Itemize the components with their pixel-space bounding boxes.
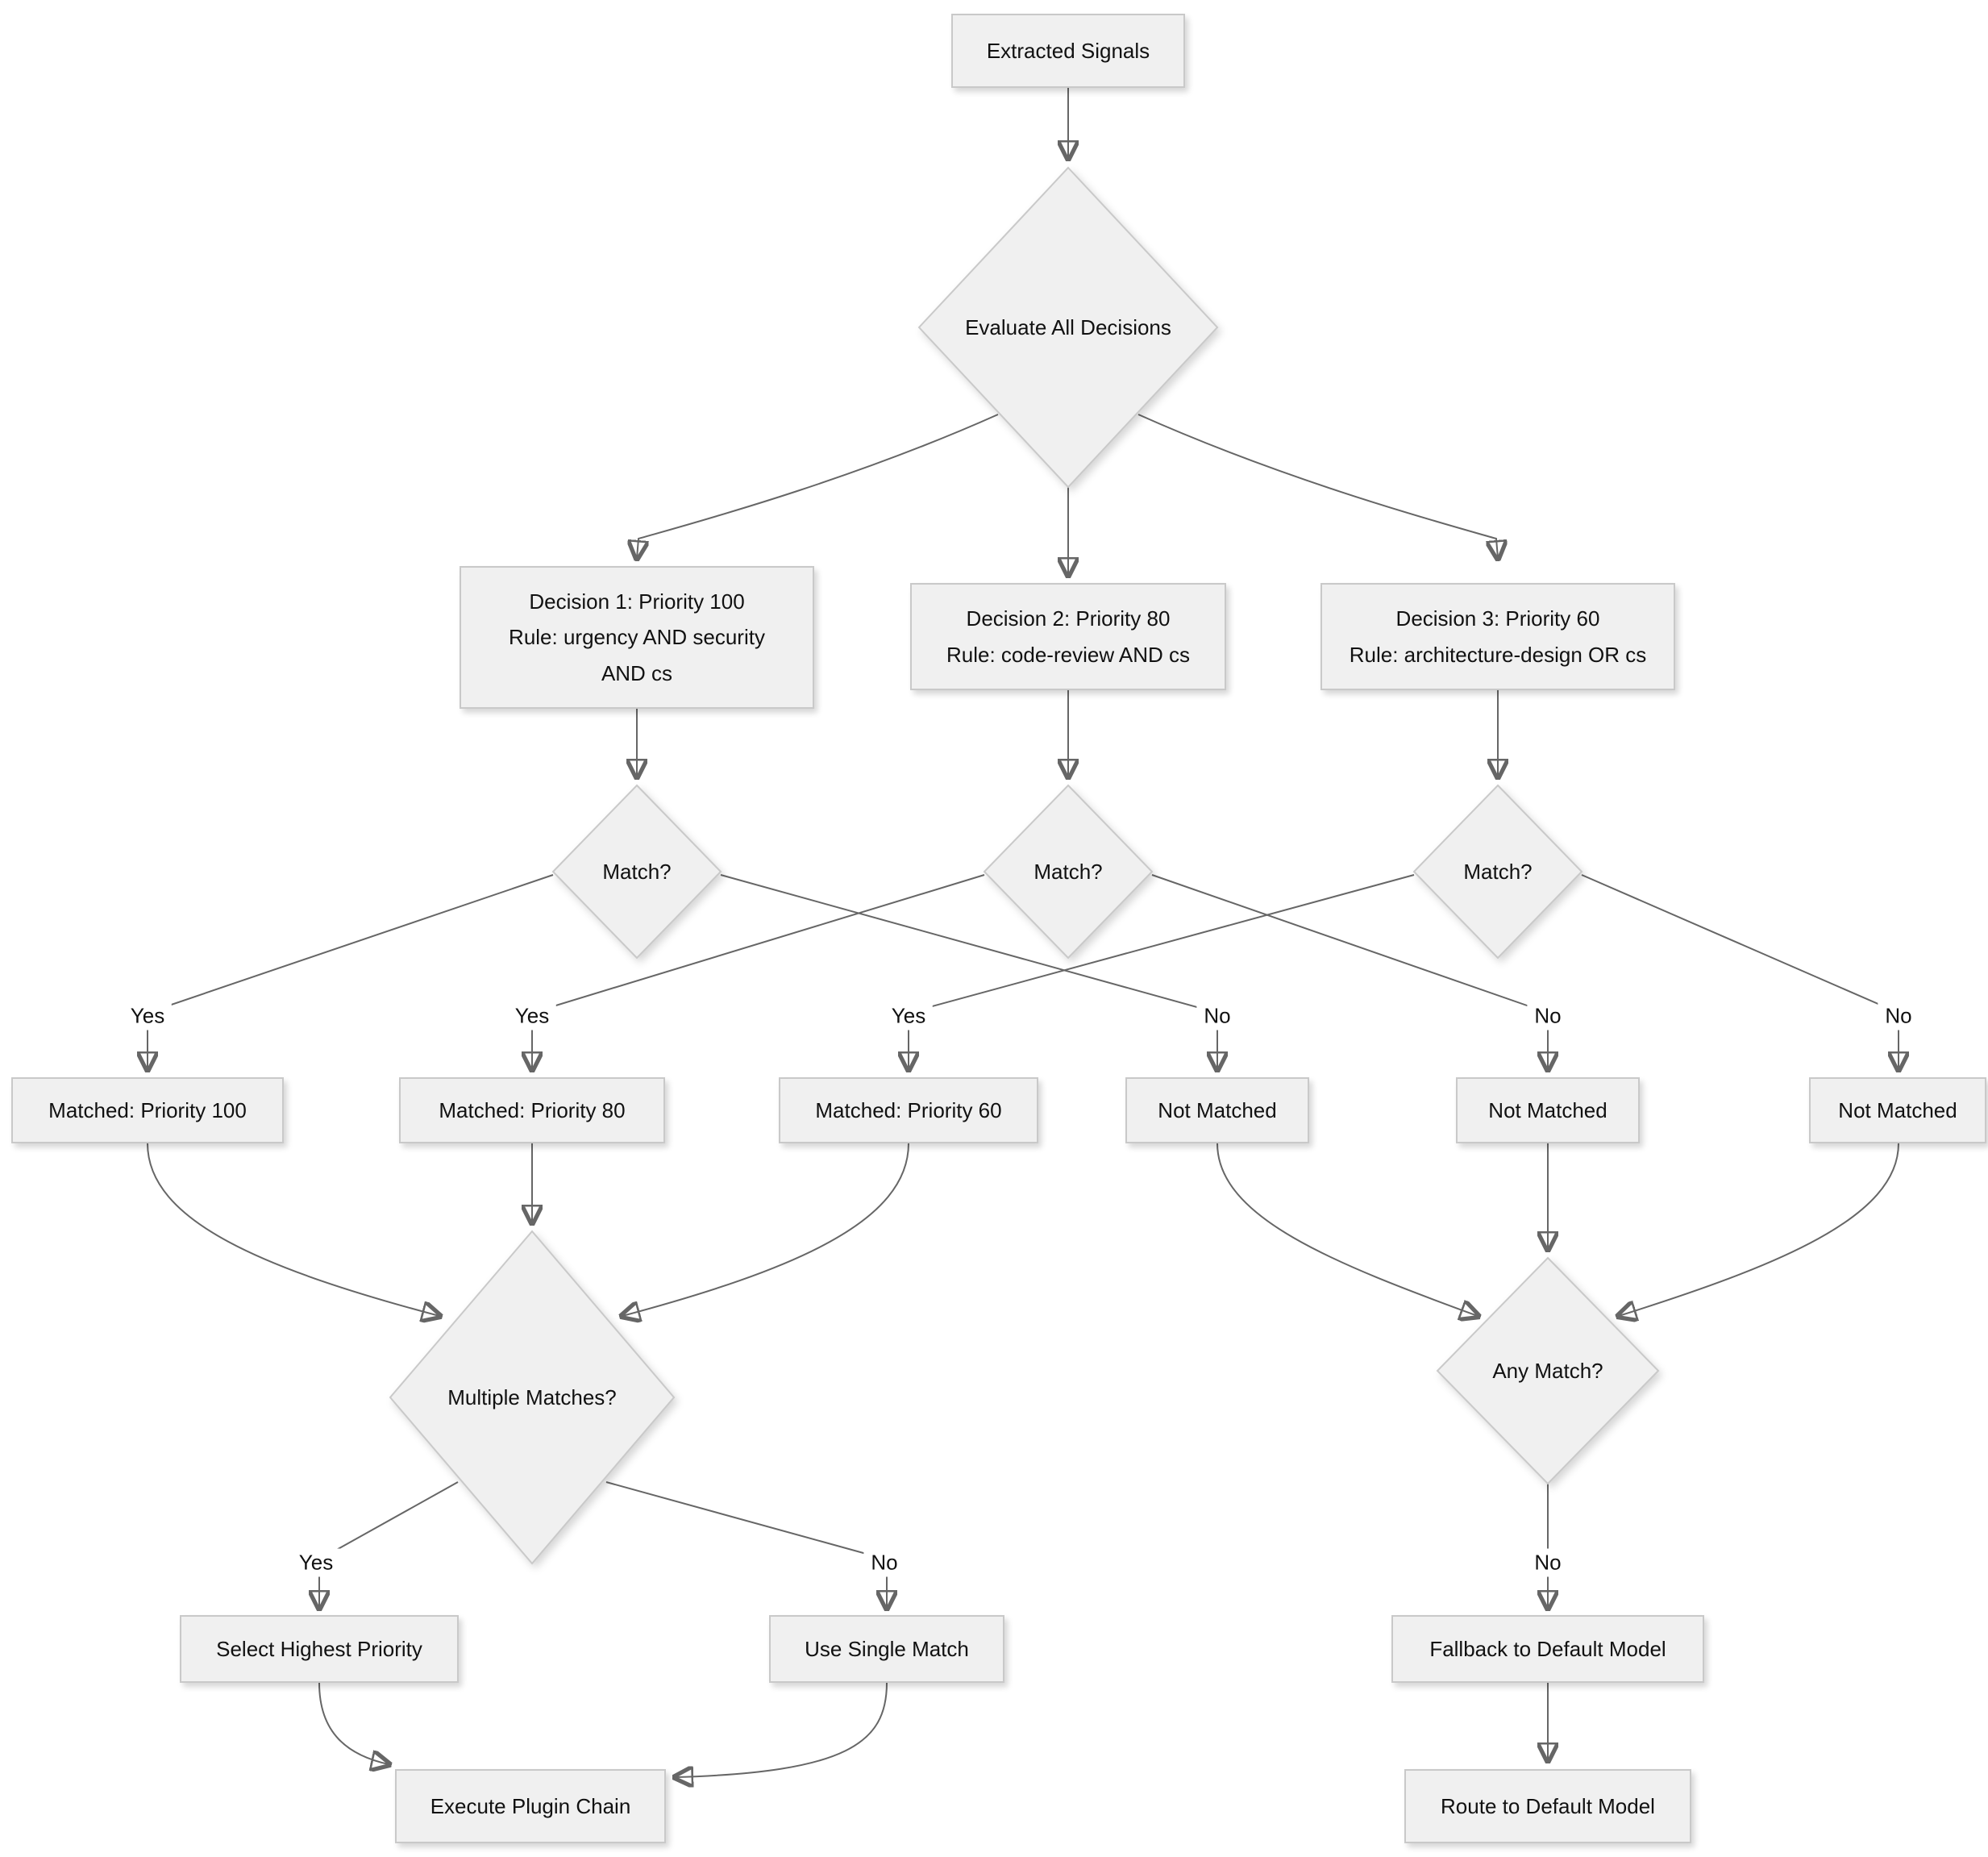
node-use-single-match: Use Single Match bbox=[769, 1615, 1004, 1683]
edge-notmatched1-to-any bbox=[1217, 1143, 1478, 1316]
node-decision-2: Decision 2: Priority 80 Rule: code-revie… bbox=[910, 583, 1226, 690]
node-decision-3: Decision 3: Priority 60 Rule: architectu… bbox=[1320, 583, 1675, 690]
edge-match3-yes bbox=[909, 874, 1415, 1069]
multiple-matches-diamond bbox=[389, 1230, 676, 1565]
edge-multiple-no bbox=[605, 1481, 887, 1608]
edge-label-match3-yes: Yes bbox=[884, 1001, 934, 1031]
edge-label-match1-yes: Yes bbox=[123, 1001, 173, 1031]
match-2-diamond bbox=[983, 784, 1154, 960]
node-matched-priority-80: Matched: Priority 80 bbox=[399, 1077, 665, 1143]
edge-evaluate-to-decision3 bbox=[1137, 414, 1498, 558]
edge-label-match1-no: No bbox=[1196, 1001, 1238, 1031]
edge-label-match2-yes: Yes bbox=[507, 1001, 557, 1031]
edge-notmatched3-to-any bbox=[1619, 1143, 1899, 1316]
edge-matched100-to-multiple bbox=[147, 1143, 439, 1316]
node-matched-priority-100: Matched: Priority 100 bbox=[11, 1077, 284, 1143]
node-route-to-default-model: Route to Default Model bbox=[1404, 1769, 1691, 1843]
edge-label-multiple-no: No bbox=[863, 1548, 905, 1577]
edge-label-any-no: No bbox=[1527, 1548, 1569, 1577]
node-not-matched-1: Not Matched bbox=[1125, 1077, 1309, 1143]
match-1-diamond bbox=[551, 784, 722, 960]
edge-match1-yes bbox=[148, 874, 554, 1069]
node-fallback-to-default-model: Fallback to Default Model bbox=[1391, 1615, 1704, 1683]
edge-label-match3-no: No bbox=[1878, 1001, 1919, 1031]
node-extracted-signals: Extracted Signals bbox=[951, 14, 1185, 88]
node-not-matched-3: Not Matched bbox=[1809, 1077, 1986, 1143]
edge-matched60-to-multiple bbox=[622, 1143, 909, 1316]
edge-label-multiple-yes: Yes bbox=[291, 1548, 341, 1577]
edge-match3-no bbox=[1581, 874, 1899, 1069]
edge-single-to-execute bbox=[676, 1682, 888, 1777]
node-execute-plugin-chain: Execute Plugin Chain bbox=[395, 1769, 666, 1843]
node-select-highest-priority: Select Highest Priority bbox=[180, 1615, 459, 1683]
node-matched-priority-60: Matched: Priority 60 bbox=[779, 1077, 1038, 1143]
edge-label-match2-no: No bbox=[1527, 1001, 1569, 1031]
node-not-matched-2: Not Matched bbox=[1456, 1077, 1640, 1143]
edge-evaluate-to-decision1 bbox=[637, 414, 999, 558]
any-match-diamond bbox=[1436, 1256, 1660, 1485]
edge-select-to-execute bbox=[318, 1682, 389, 1764]
node-decision-1: Decision 1: Priority 100 Rule: urgency A… bbox=[460, 566, 814, 709]
evaluate-all-decisions-diamond bbox=[917, 166, 1219, 489]
match-3-diamond bbox=[1412, 784, 1583, 960]
edge-match1-no bbox=[720, 874, 1217, 1069]
edge-multiple-yes bbox=[319, 1481, 459, 1608]
